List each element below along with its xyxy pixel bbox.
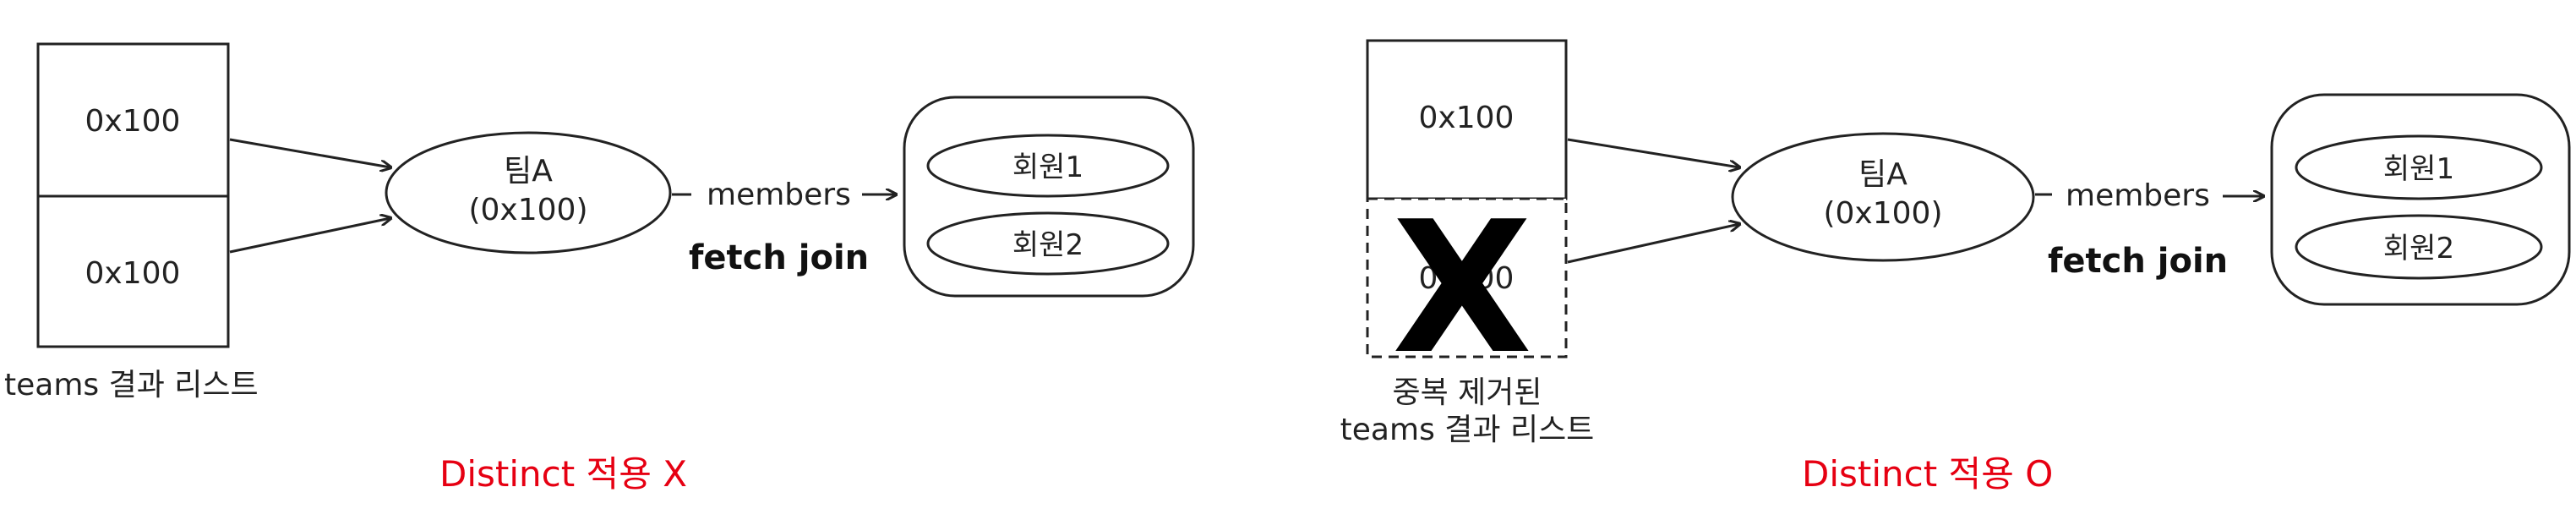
left-list-label: teams 결과 리스트 xyxy=(4,368,259,402)
right-list-label-line1: 중복 제거된 xyxy=(1392,375,1542,410)
left-members-label: members xyxy=(707,178,851,212)
right-member1-ellipse xyxy=(2295,134,2543,200)
right-team-ellipse xyxy=(1731,132,2035,262)
left-fetch-join-label: fetch join xyxy=(689,238,869,277)
left-member2-ellipse xyxy=(926,211,1170,276)
right-member2-ellipse xyxy=(2295,214,2543,280)
left-team-ellipse xyxy=(385,131,672,254)
left-result-box-top-label: 0x100 xyxy=(85,104,181,139)
left-result-box-bottom-label: 0x100 xyxy=(85,256,181,291)
left-arrow-bottom xyxy=(229,218,390,254)
right-caption: Distinct 적용 O xyxy=(1802,453,2053,495)
right-arrow-bottom xyxy=(1567,224,1739,264)
right-result-box-top xyxy=(1366,39,1568,200)
left-member1-label: 회원1 xyxy=(1012,151,1083,184)
right-result-box-removed-label: 0x100 xyxy=(1419,261,1514,296)
right-team-addr: (0x100) xyxy=(1823,196,1942,231)
right-diagram: 0x100 0x100 X 중복 제거된 teams 결과 리스트 팀A (0x… xyxy=(1340,39,2571,495)
right-removed-x-mark: X xyxy=(1392,182,1532,394)
right-member2-label: 회원2 xyxy=(2383,232,2454,265)
left-diagram: 0x100 0x100 teams 결과 리스트 팀A (0x100) memb… xyxy=(4,42,1195,495)
left-arrow-top xyxy=(229,138,390,167)
left-result-box-top xyxy=(36,42,230,198)
left-team-addr: (0x100) xyxy=(468,193,587,227)
right-result-box-top-label: 0x100 xyxy=(1419,101,1514,135)
right-arrow-top xyxy=(1567,138,1739,167)
left-member1-ellipse xyxy=(926,134,1170,198)
left-member2-label: 회원2 xyxy=(1012,228,1083,262)
right-team-name: 팀A xyxy=(1858,157,1907,192)
right-result-box-removed xyxy=(1366,197,1568,358)
left-caption: Distinct 적용 X xyxy=(439,453,687,495)
right-fetch-join-label: fetch join xyxy=(2048,242,2228,281)
right-member1-label: 회원1 xyxy=(2383,152,2454,186)
left-team-name: 팀A xyxy=(504,154,553,189)
left-result-box-bottom xyxy=(36,194,230,348)
right-list-label-line2: teams 결과 리스트 xyxy=(1340,413,1595,447)
right-members-label: members xyxy=(2066,178,2210,213)
